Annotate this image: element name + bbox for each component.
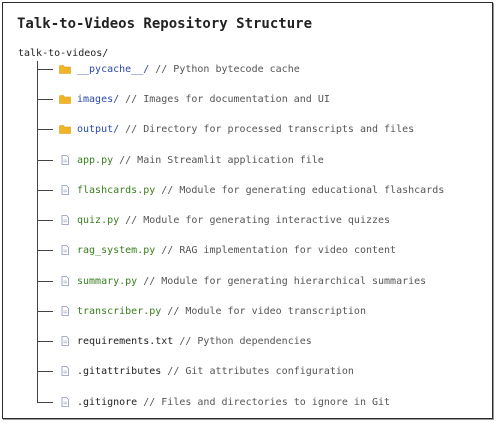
- tree-entry-gitattributes: .gitattributes // Git attributes configu…: [37, 364, 354, 378]
- entry-comment: // Directory for processed transcripts a…: [125, 123, 415, 135]
- entry-name: output/: [77, 123, 120, 135]
- file-icon: [61, 155, 69, 165]
- tree-branch-line: [37, 280, 53, 282]
- entry-comment: // Images for documentation and UI: [125, 93, 330, 105]
- tree-entry-pycache: __pycache__/ // Python bytecode cache: [37, 62, 300, 76]
- file-icon: [61, 397, 69, 407]
- root-folder-label: talk-to-videos/: [18, 48, 109, 59]
- entry-name: requirements.txt: [77, 335, 174, 347]
- tree-branch-line: [37, 310, 53, 312]
- entry-comment: // Module for generating educational fla…: [161, 184, 445, 196]
- folder-icon: [59, 125, 71, 134]
- entry-name: flashcards.py: [77, 184, 156, 196]
- tree-entry-rag-system-py: rag_system.py // RAG implementation for …: [37, 243, 396, 257]
- entry-name: quiz.py: [77, 214, 120, 226]
- file-icon: [61, 336, 69, 346]
- tree-branch-line: [37, 159, 53, 161]
- entry-comment: // RAG implementation for video content: [161, 244, 397, 256]
- tree-branch-line: [37, 340, 53, 342]
- tree-branch-line: [37, 98, 53, 100]
- tree-entry-images: images/ // Images for documentation and …: [37, 92, 330, 106]
- diagram-frame: Talk-to-Videos Repository Structure talk…: [2, 2, 493, 419]
- tree-entry-requirements-txt: requirements.txt // Python dependencies: [37, 334, 312, 348]
- tree-entry-app-py: app.py // Main Streamlit application fil…: [37, 153, 324, 167]
- folder-icon: [59, 95, 71, 104]
- tree-entry-quiz-py: quiz.py // Module for generating interac…: [37, 213, 390, 227]
- folder-icon: [59, 65, 71, 74]
- entry-comment: // Git attributes configuration: [167, 365, 354, 377]
- tree-entry-summary-py: summary.py // Module for generating hier…: [37, 274, 426, 288]
- entry-comment: // Files and directories to ignore in Gi…: [143, 396, 391, 408]
- file-icon: [61, 306, 69, 316]
- entry-comment: // Main Streamlit application file: [119, 154, 324, 166]
- tree-branch-line: [37, 249, 53, 251]
- entry-comment: // Module for generating interactive qui…: [125, 214, 391, 226]
- page-title: Talk-to-Videos Repository Structure: [17, 16, 313, 32]
- tree-branch-line: [37, 68, 53, 70]
- file-icon: [61, 276, 69, 286]
- file-icon: [61, 215, 69, 225]
- entry-comment: // Module for video transcription: [167, 305, 366, 317]
- entry-comment: // Python bytecode cache: [155, 63, 300, 75]
- entry-comment: // Python dependencies: [179, 335, 312, 347]
- entry-name: images/: [77, 93, 120, 105]
- tree-entry-gitignore: .gitignore // Files and directories to i…: [37, 395, 390, 409]
- tree-branch-line: [37, 370, 53, 372]
- file-icon: [61, 185, 69, 195]
- tree-trunk-line: [37, 61, 38, 403]
- tree-entry-transcriber-py: transcriber.py // Module for video trans…: [37, 304, 366, 318]
- entry-name: app.py: [77, 154, 114, 166]
- entry-name: .gitignore: [77, 396, 138, 408]
- entry-comment: // Module for generating hierarchical su…: [143, 275, 427, 287]
- tree-entry-flashcards-py: flashcards.py // Module for generating e…: [37, 183, 444, 197]
- tree-entry-output: output/ // Directory for processed trans…: [37, 122, 414, 136]
- entry-name: summary.py: [77, 275, 138, 287]
- tree-branch-line: [37, 401, 53, 403]
- tree-branch-line: [37, 219, 53, 221]
- entry-name: __pycache__/: [77, 63, 150, 75]
- tree-branch-line: [37, 128, 53, 130]
- tree-branch-line: [37, 189, 53, 191]
- file-icon: [61, 366, 69, 376]
- file-icon: [61, 245, 69, 255]
- entry-name: rag_system.py: [77, 244, 156, 256]
- entry-name: .gitattributes: [77, 365, 162, 377]
- entry-name: transcriber.py: [77, 305, 162, 317]
